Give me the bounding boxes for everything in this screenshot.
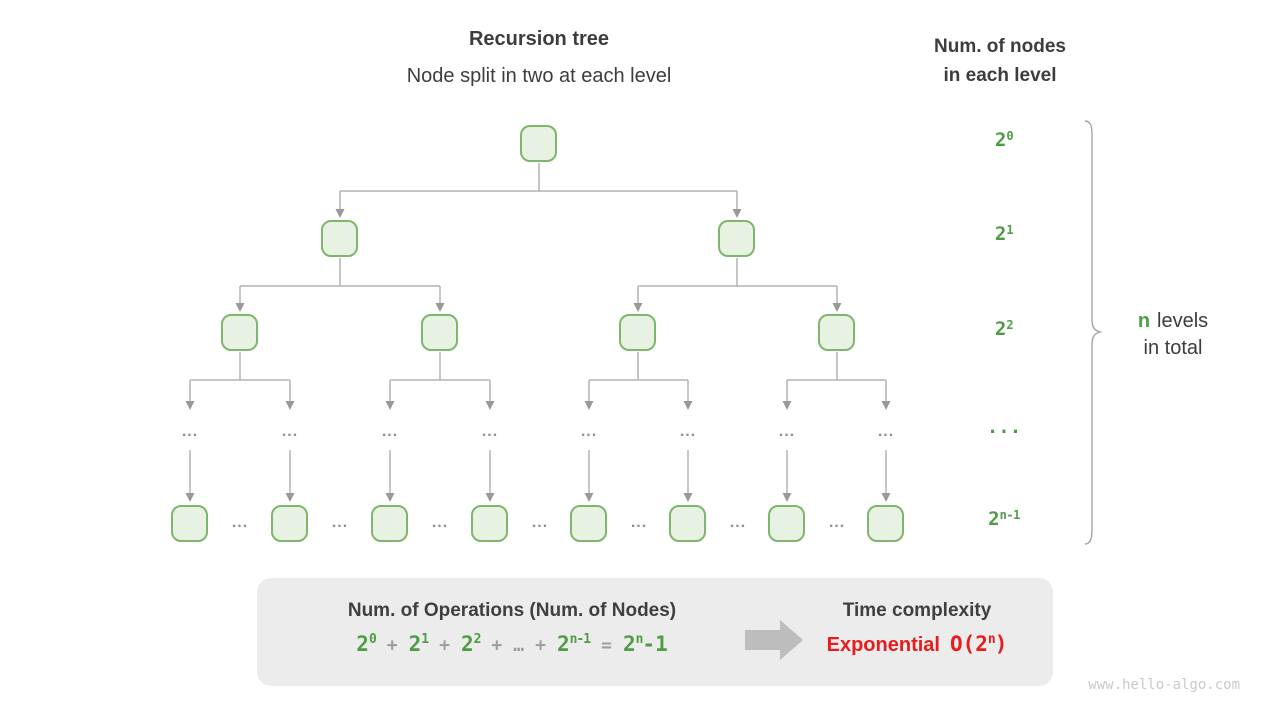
level-count-label-1: 21 — [994, 223, 1014, 245]
tree-node — [619, 314, 656, 351]
tree-node — [421, 314, 458, 351]
tree-ellipsis: ... — [531, 514, 549, 531]
tree-node — [221, 314, 258, 351]
equals-sign: = — [601, 635, 612, 656]
tree-node — [570, 505, 607, 542]
formula-term: 2n-1 — [556, 632, 591, 656]
tree-ellipsis: ... — [630, 514, 648, 531]
tree-ellipsis: ... — [729, 514, 747, 531]
level-count-label-4: 2n-1 — [988, 508, 1020, 530]
formula-term: 20 — [356, 632, 376, 656]
tree-node — [271, 505, 308, 542]
tree-ellipsis: ... — [431, 514, 449, 531]
tree-node — [718, 220, 755, 257]
complexity-value: Exponential O(2n) — [797, 632, 1037, 657]
tree-ellipsis: ... — [181, 423, 199, 440]
tree-ellipsis: ... — [778, 423, 796, 440]
level-count-label-3: ... — [986, 416, 1022, 438]
level-count-label-2: 22 — [994, 318, 1014, 340]
tree-ellipsis: ... — [877, 423, 895, 440]
tree-ellipsis: ... — [381, 423, 399, 440]
complexity-class: Exponential — [826, 634, 940, 656]
formula-term: 22 — [460, 632, 481, 656]
tree-node — [669, 505, 706, 542]
tree-node — [867, 505, 904, 542]
levels-brace — [1084, 120, 1103, 545]
levels-column-header-line2: in each level — [943, 65, 1057, 86]
diagram-title: Recursion tree — [468, 28, 610, 50]
complexity-summary-panel: Num. of Operations (Num. of Nodes) 20 + … — [257, 578, 1053, 686]
watermark: www.hello-algo.com — [1088, 677, 1240, 693]
levels-column-header: Num. of nodes in each level — [890, 32, 1110, 90]
tree-node-root — [520, 125, 557, 162]
big-o-notation: O(2n) — [949, 632, 1008, 656]
tree-node — [371, 505, 408, 542]
tree-ellipsis: ... — [679, 423, 697, 440]
right-block-arrow-icon — [745, 620, 803, 660]
diagram-subtitle: Node split in two at each level — [406, 65, 672, 87]
tree-node — [321, 220, 358, 257]
time-complexity-title: Time complexity — [842, 600, 992, 621]
plus-sign: + — [439, 635, 450, 656]
formula-term: 21 — [408, 632, 429, 656]
formula-result: 2n-1 — [622, 632, 668, 656]
level-count-label-0: 20 — [994, 129, 1014, 151]
formula-ellipsis: … — [513, 635, 525, 656]
operations-formula: 20 + 21 + 22 + … + 2n-1 = 2n-1 — [277, 632, 747, 656]
tree-node — [471, 505, 508, 542]
tree-ellipsis: ... — [231, 514, 249, 531]
plus-sign: + — [386, 635, 398, 656]
tree-node — [768, 505, 805, 542]
tree-ellipsis: ... — [828, 514, 846, 531]
plus-sign: + — [491, 635, 503, 656]
tree-node — [818, 314, 855, 351]
plus-sign: + — [535, 635, 546, 656]
operations-title: Num. of Operations (Num. of Nodes) — [347, 600, 677, 621]
tree-ellipsis: ... — [481, 423, 499, 440]
tree-ellipsis: ... — [331, 514, 349, 531]
n-highlight: n — [1137, 310, 1151, 332]
tree-ellipsis: ... — [281, 423, 299, 440]
arrowhead-icons — [185, 209, 891, 502]
connector-lines — [189, 163, 887, 494]
tree-ellipsis: ... — [580, 423, 598, 440]
levels-column-header-line1: Num. of nodes — [934, 36, 1066, 57]
tree-node — [171, 505, 208, 542]
